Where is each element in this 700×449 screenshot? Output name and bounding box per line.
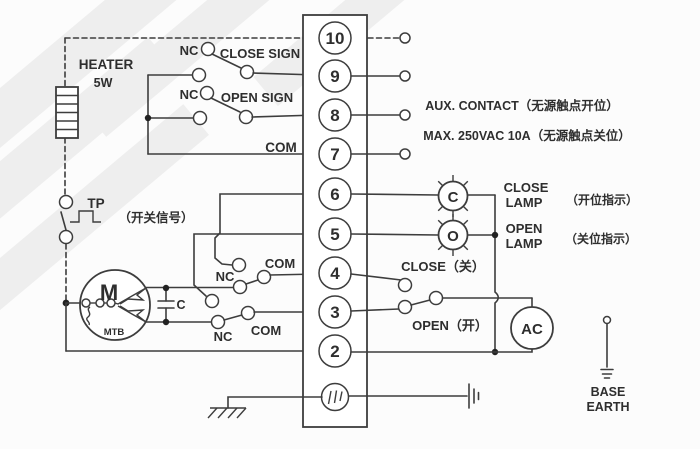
open-lamp-letter: O [447, 228, 459, 245]
open-sign-label: OPEN SIGN [221, 90, 293, 105]
close-lamp-icon: C [437, 175, 469, 217]
thermal-protector-icon [86, 306, 91, 326]
limit-switch-section: NC COM NC COM [193, 193, 320, 344]
signal-switch-section: NC CLOSE SIGN NC OPEN SIGN COM [144, 41, 320, 155]
open-command-label: OPEN（开） [412, 318, 488, 333]
heater-label: HEATER [79, 57, 134, 72]
terminal-number: 10 [326, 29, 345, 48]
close-sign-label: CLOSE SIGN [220, 46, 300, 61]
motor-section: M MTB C [62, 269, 320, 352]
open-lamp-line2: LAMP [506, 236, 543, 251]
lamp-section: C O CLOSE LAMP （开位指示） OPEN LAMP （关位指示） [350, 175, 638, 356]
close-lamp-letter: C [448, 189, 459, 206]
lower-com-label: COM [251, 323, 281, 338]
command-section: AC CLOSE（关） OPEN（开） [350, 259, 554, 353]
pulse-symbol-icon [70, 210, 101, 223]
junction-dot [162, 318, 170, 326]
terminal-number: 2 [330, 342, 339, 361]
aux-contact-line1: AUX. CONTACT（无源触点开位） [425, 98, 619, 113]
terminal-number: 7 [330, 145, 339, 164]
terminal-number: 3 [330, 303, 339, 322]
heater-circuit: HEATER 5W [55, 37, 401, 301]
terminal-block: 10 9 8 7 6 5 4 3 2 [302, 14, 368, 428]
terminal-3 [318, 295, 352, 329]
capacitor-label: C [176, 298, 185, 312]
base-earth-icon [600, 315, 614, 379]
open-lamp-line1: OPEN [506, 221, 543, 236]
terminal-number: 9 [330, 67, 339, 86]
com-label-top: COM [265, 140, 297, 155]
earth-section: BASE EARTH [207, 315, 630, 419]
upper-nc-label: NC [216, 269, 235, 284]
open-lamp-note: （关位指示） [565, 231, 637, 246]
junction-dot [491, 231, 499, 239]
winding-zigzag [117, 305, 147, 323]
watermark-stripes [0, 0, 478, 315]
base-earth-line1: BASE [591, 385, 626, 399]
base-earth-line2: EARTH [586, 400, 629, 414]
terminal-2 [318, 334, 352, 368]
close-sign-nc-label: NC [180, 43, 199, 58]
close-lamp-line1: CLOSE [504, 180, 549, 195]
tp-switch: TP （开关信号） [58, 194, 194, 245]
terminal-number: 6 [330, 185, 339, 204]
heater-rating: 5W [94, 76, 113, 90]
open-sign-nc-label: NC [180, 87, 199, 102]
frame-ground-icon [468, 383, 480, 409]
terminal-number: 4 [330, 264, 340, 283]
terminal-number: 8 [330, 106, 339, 125]
upper-com-label: COM [265, 256, 295, 271]
junction-dot [144, 114, 152, 122]
junction-dot [162, 284, 170, 292]
motor-label: M [100, 280, 118, 305]
motor-thermal-label: MTB [104, 327, 125, 338]
aux-contact-line2: MAX. 250VAC 10A（无源触点关位） [423, 128, 630, 143]
winding-zigzag [114, 287, 147, 305]
open-lamp-icon: O [437, 214, 469, 256]
capacitor-icon [157, 287, 175, 323]
close-command-label: CLOSE（关） [401, 259, 485, 274]
terminal-4 [318, 256, 352, 290]
tp-note: （开关信号） [118, 210, 193, 225]
terminal-10 [318, 21, 352, 55]
heater-resistor-icon [55, 86, 79, 139]
earth-terminal-icon [320, 382, 350, 412]
terminal-number: 5 [330, 225, 339, 244]
close-lamp-line2: LAMP [506, 195, 543, 210]
chassis-ground-icon [207, 407, 247, 419]
aux-contact-section: AUX. CONTACT（无源触点开位） MAX. 250VAC 10A（无源触… [350, 32, 631, 160]
tp-label: TP [87, 196, 104, 211]
close-lamp-note: （开位指示） [566, 192, 638, 207]
lower-nc-label: NC [214, 329, 233, 344]
ac-label: AC [521, 321, 543, 338]
